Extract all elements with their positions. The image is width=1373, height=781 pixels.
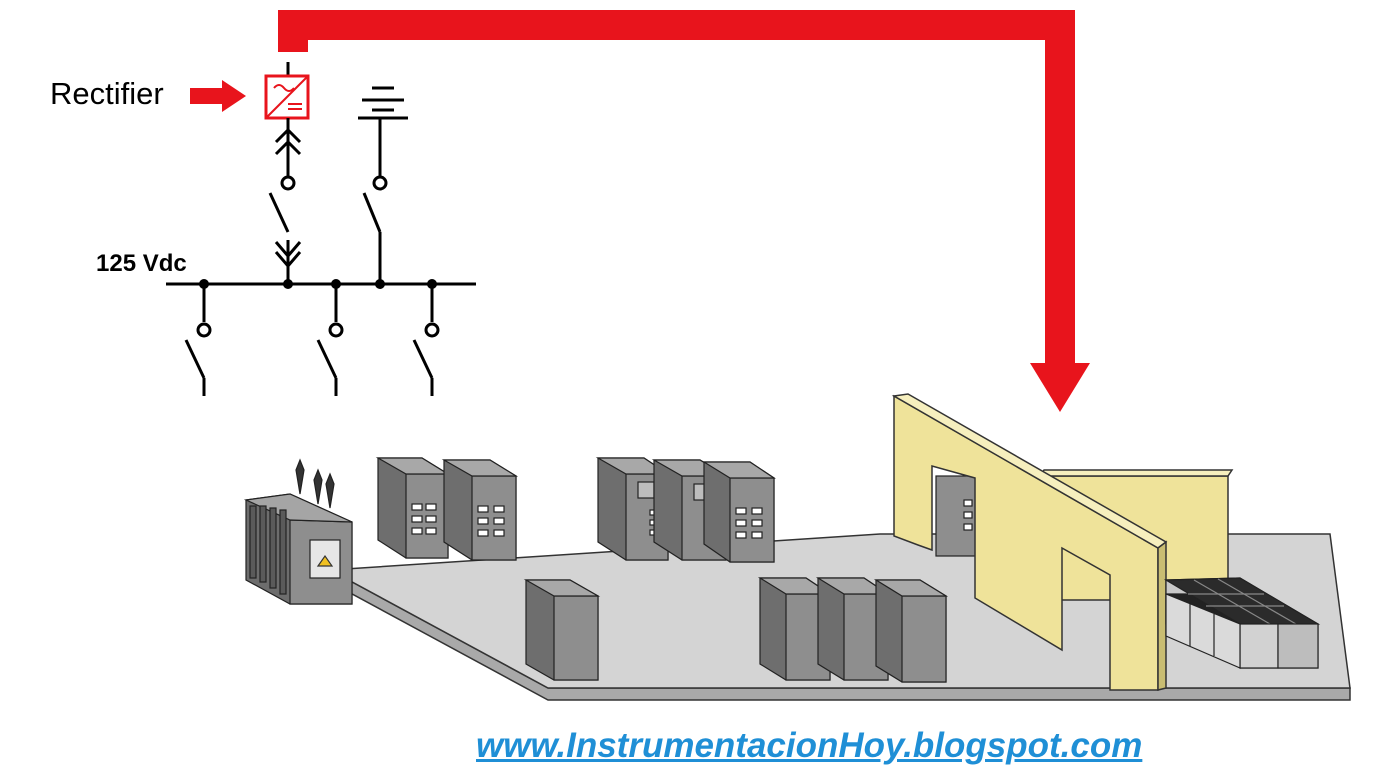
panel-cabinet-2 bbox=[757, 577, 832, 681]
outgoing-feeder-2 bbox=[316, 284, 344, 396]
website-link[interactable]: www.InstrumentacionHoy.blogspot.com bbox=[476, 726, 1143, 765]
switchgear-cabinet-5 bbox=[701, 461, 776, 563]
battery-symbol bbox=[358, 86, 408, 176]
panel-cabinet-4 bbox=[873, 579, 949, 683]
switchgear-cabinet-2 bbox=[441, 459, 519, 561]
transformer bbox=[243, 458, 353, 605]
rectifier-pointer-arrow bbox=[190, 80, 246, 112]
battery-room-partition-wall bbox=[891, 393, 1168, 691]
dc-bus-bar bbox=[166, 279, 476, 289]
rectifier-label: Rectifier bbox=[50, 76, 164, 111]
rectifier-feeder-breaker bbox=[268, 118, 302, 284]
bus-voltage-label: 125 Vdc bbox=[96, 250, 187, 277]
room-interior-cabinet bbox=[935, 475, 977, 557]
battery-bank bbox=[1163, 577, 1321, 669]
switchgear-cabinet-1 bbox=[375, 457, 451, 559]
panel-cabinet-1 bbox=[523, 579, 601, 681]
dc-supply-route-arrow bbox=[278, 10, 1090, 412]
battery-breaker bbox=[362, 175, 388, 284]
outgoing-feeder-3 bbox=[412, 284, 440, 396]
outgoing-feeder-1 bbox=[184, 284, 212, 396]
rectifier-symbol bbox=[264, 62, 310, 120]
